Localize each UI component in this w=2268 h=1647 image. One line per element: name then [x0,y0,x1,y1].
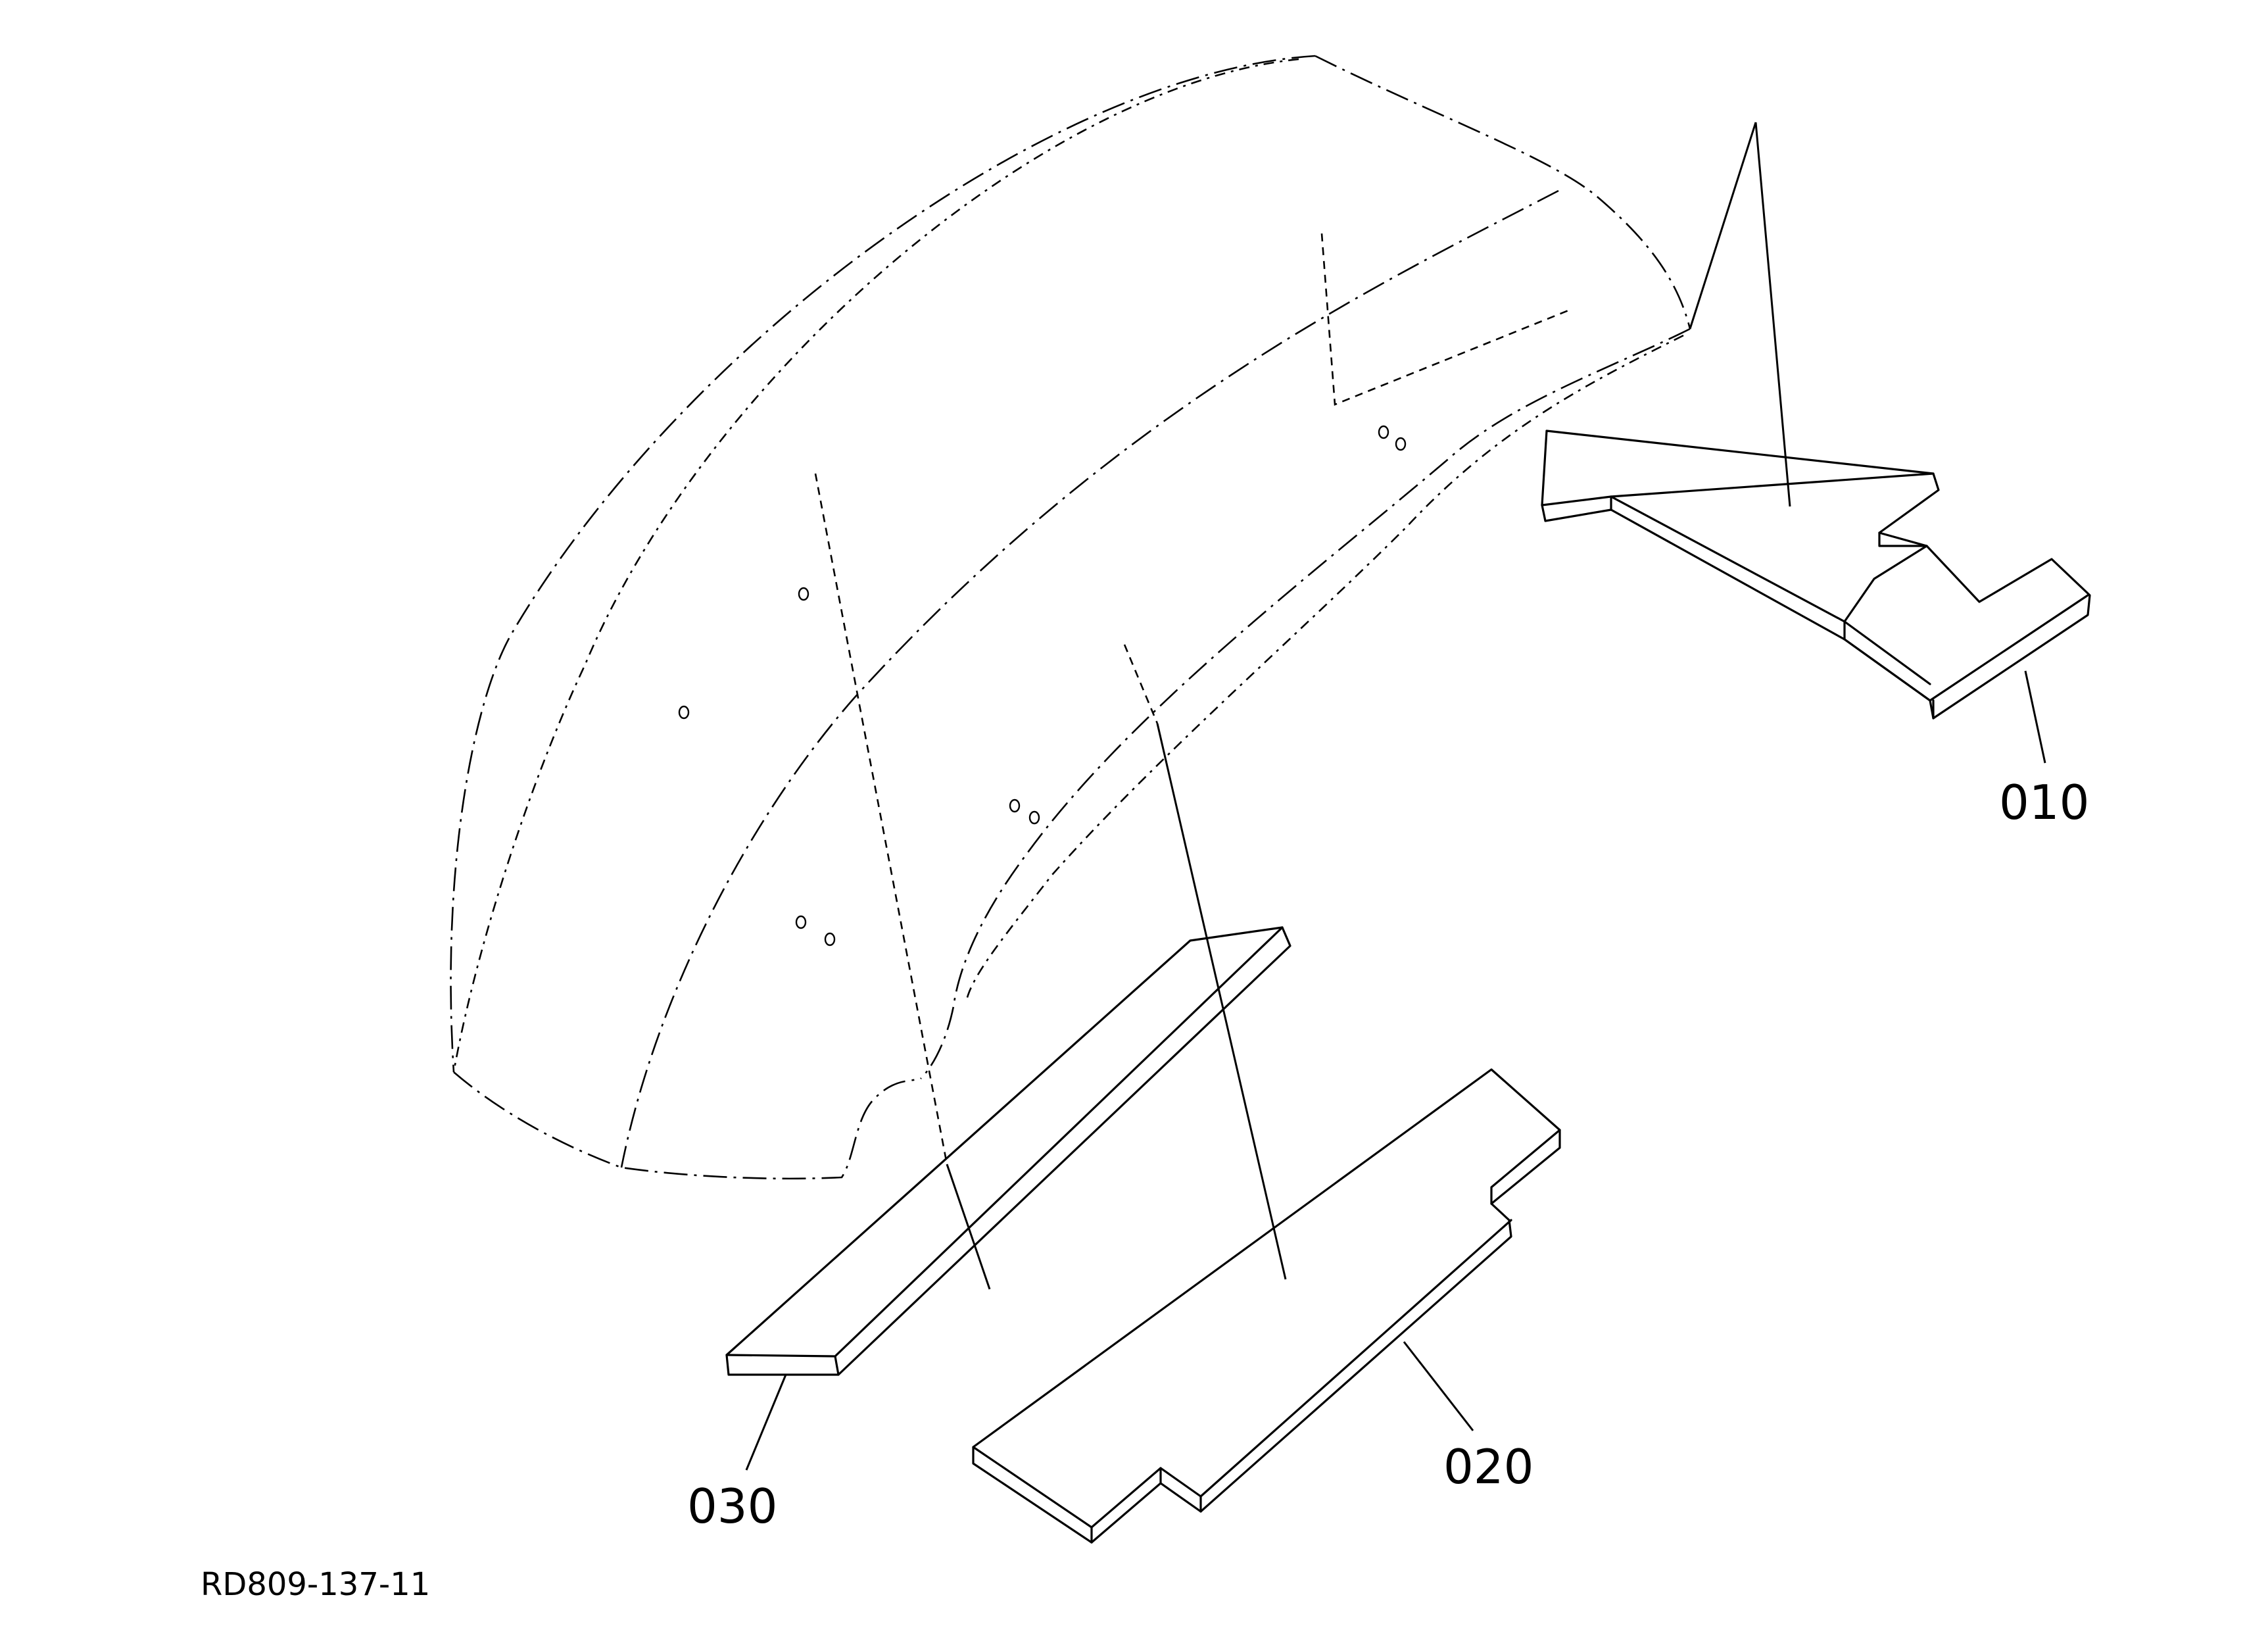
callout-leader-020 [1403,1341,1474,1431]
mount-hole [1028,810,1040,825]
callout-030: 030 [687,1479,777,1534]
callout-020: 020 [1443,1439,1533,1494]
part-030-strip [725,926,1291,1376]
drawing-number: RD809-137-11 [201,1566,430,1603]
callout-010: 010 [1999,775,2089,830]
mount-hole [1378,425,1389,439]
fender-phantom-outline [450,55,1691,1180]
callout-leader-030 [745,1374,787,1471]
mount-hole [795,915,807,929]
mount-hole [678,705,690,720]
part-010-pad [1541,430,2091,720]
assembly-lines [814,122,1791,1290]
mount-hole [798,587,809,601]
part-020-plate [972,1068,1561,1544]
mount-hole [1395,437,1407,451]
mount-hole [824,932,836,946]
mount-hole [1009,799,1021,813]
callout-leader-010 [2024,670,2046,764]
